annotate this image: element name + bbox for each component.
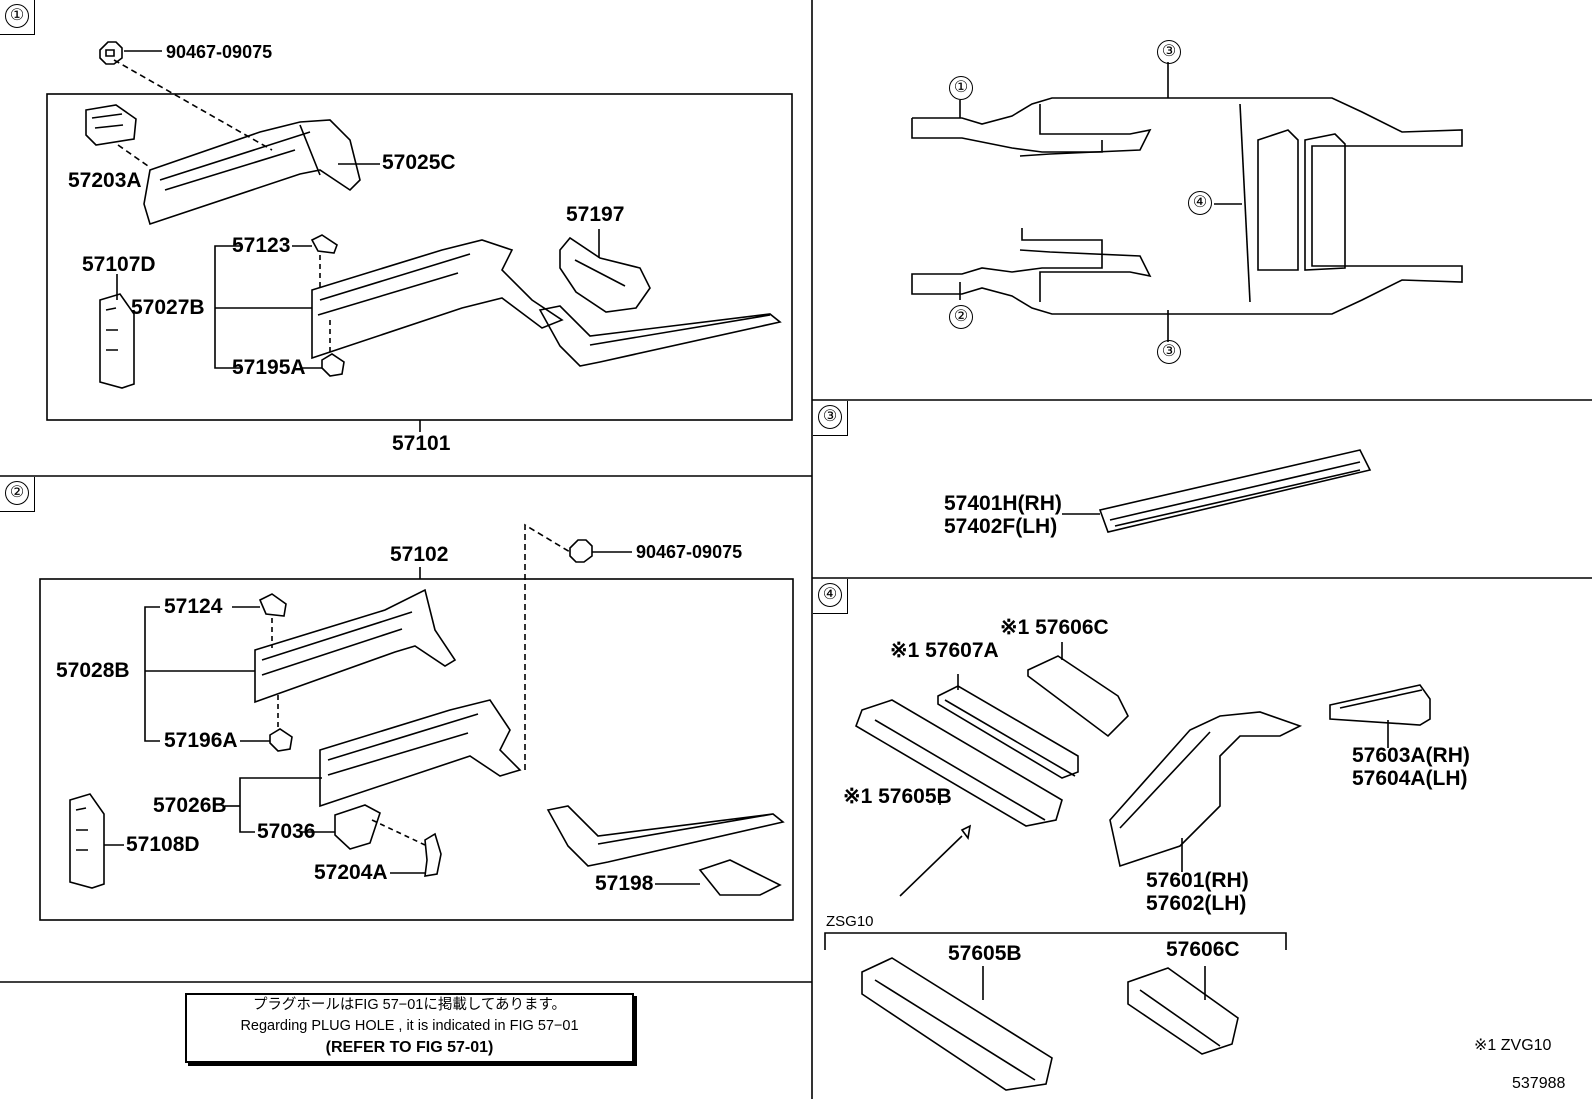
plug-hole-note: プラグホールはFIG 57−01に掲載してあります。 Regarding PLU… xyxy=(185,993,634,1063)
part-57124-shape xyxy=(258,593,287,617)
part-57197-shape xyxy=(559,236,651,313)
overview-callout-1: ① xyxy=(949,76,973,100)
overview-callout-4: ④ xyxy=(1188,191,1212,215)
label-57605B-2: 57605B xyxy=(948,942,1022,965)
label-57195A: 57195A xyxy=(232,356,306,379)
label-57101: 57101 xyxy=(392,432,451,455)
section-tag-3-number: ③ xyxy=(818,405,842,429)
label-57601: 57601(RH) xyxy=(1146,869,1249,892)
section-tag-4-number: ④ xyxy=(818,583,842,607)
label-57606C-2: 57606C xyxy=(1166,938,1240,961)
underbody-outline xyxy=(911,97,1463,315)
label-57027B: 57027B xyxy=(131,296,205,319)
part-57123-shape xyxy=(310,234,338,254)
assembly-box-57102 xyxy=(39,578,794,921)
part-57036-shape xyxy=(334,804,381,850)
note-line-refer: (REFER TO FIG 57-01) xyxy=(325,1039,494,1056)
label-57203A: 57203A xyxy=(68,169,142,192)
label-57124: 57124 xyxy=(164,595,223,618)
underbody-frame-1 xyxy=(1019,104,1152,157)
part-rocker-1-shape xyxy=(538,305,782,367)
overview-callout-3-top: ③ xyxy=(1157,40,1181,64)
label-57401H: 57401H(RH) xyxy=(944,492,1062,515)
part-57606C-2-shape xyxy=(1127,967,1239,1055)
section-tag-2-number: ② xyxy=(5,481,29,505)
label-57107D: 57107D xyxy=(82,253,156,276)
part-57108D-shape xyxy=(69,793,105,889)
label-57204A: 57204A xyxy=(314,861,388,884)
underbody-panel-b xyxy=(1304,133,1346,271)
label-57602: 57602(LH) xyxy=(1146,892,1247,915)
label-zvg10: ※1 ZVG10 xyxy=(1474,1037,1552,1054)
label-57198: 57198 xyxy=(595,872,654,895)
label-57036: 57036 xyxy=(257,820,316,843)
section-tag-1: ① xyxy=(0,0,35,35)
note-line-en: Regarding PLUG HOLE , it is indicated in… xyxy=(240,1018,579,1034)
part-rocker-2-shape xyxy=(546,805,785,867)
note-line-jp: プラグホールはFIG 57−01に掲載してあります。 xyxy=(252,997,567,1013)
part-57606C-1-shape xyxy=(1027,655,1129,738)
part-57025C-shape xyxy=(143,119,361,226)
part-57028B-shape xyxy=(254,588,457,704)
label-57402F: 57402F(LH) xyxy=(944,515,1058,538)
overview-callout-3-bottom: ③ xyxy=(1157,340,1181,364)
section-tag-4: ④ xyxy=(813,579,848,614)
label-90467-09075-1: 90467-09075 xyxy=(166,42,273,62)
underbody-panel-a xyxy=(1257,129,1299,271)
section-tag-1-number: ① xyxy=(5,4,29,28)
part-57605B-2-shape xyxy=(861,957,1053,1091)
label-57603A: 57603A(RH) xyxy=(1352,744,1470,767)
zsg10-bracket xyxy=(824,932,1287,950)
label-57604A: 57604A(LH) xyxy=(1352,767,1468,790)
label-57606C-1: ※1 57606C xyxy=(1000,616,1109,639)
label-57026B: 57026B xyxy=(153,794,227,817)
label-57123: 57123 xyxy=(232,234,291,257)
part-57401H-shape xyxy=(1098,449,1372,533)
part-57198-shape xyxy=(698,859,782,896)
figure-number: 537988 xyxy=(1512,1075,1566,1092)
clip-90467-shape xyxy=(99,41,123,65)
underbody-frame-2 xyxy=(1019,249,1152,302)
part-57027B-shape xyxy=(311,239,564,360)
part-57607A-shape xyxy=(937,685,1079,779)
part-57603A-shape xyxy=(1329,684,1431,726)
part-57196A-shape xyxy=(269,728,293,752)
label-zsg10: ZSG10 xyxy=(826,913,874,930)
clip-90467-2-shape xyxy=(569,539,593,563)
label-57196A: 57196A xyxy=(164,729,238,752)
label-57028B: 57028B xyxy=(56,659,130,682)
part-57605B-1-shape xyxy=(855,699,1063,827)
label-57108D: 57108D xyxy=(126,833,200,856)
section-tag-2: ② xyxy=(0,477,35,512)
overview-callout-2: ② xyxy=(949,305,973,329)
part-57107D-shape xyxy=(99,293,135,389)
label-57607A: ※1 57607A xyxy=(890,639,999,662)
part-57601-shape xyxy=(1109,711,1303,868)
section-tag-3: ③ xyxy=(813,401,848,436)
part-57203A-shape xyxy=(85,104,137,146)
label-57605B-1: ※1 57605B xyxy=(843,785,952,808)
label-57197: 57197 xyxy=(566,203,625,226)
label-57025C: 57025C xyxy=(382,151,456,174)
part-57204A-shape xyxy=(424,832,442,877)
part-57195A-shape xyxy=(321,353,345,377)
label-90467-09075-2: 90467-09075 xyxy=(636,542,743,562)
label-57102: 57102 xyxy=(390,543,449,566)
part-57026B-shape xyxy=(319,699,522,808)
